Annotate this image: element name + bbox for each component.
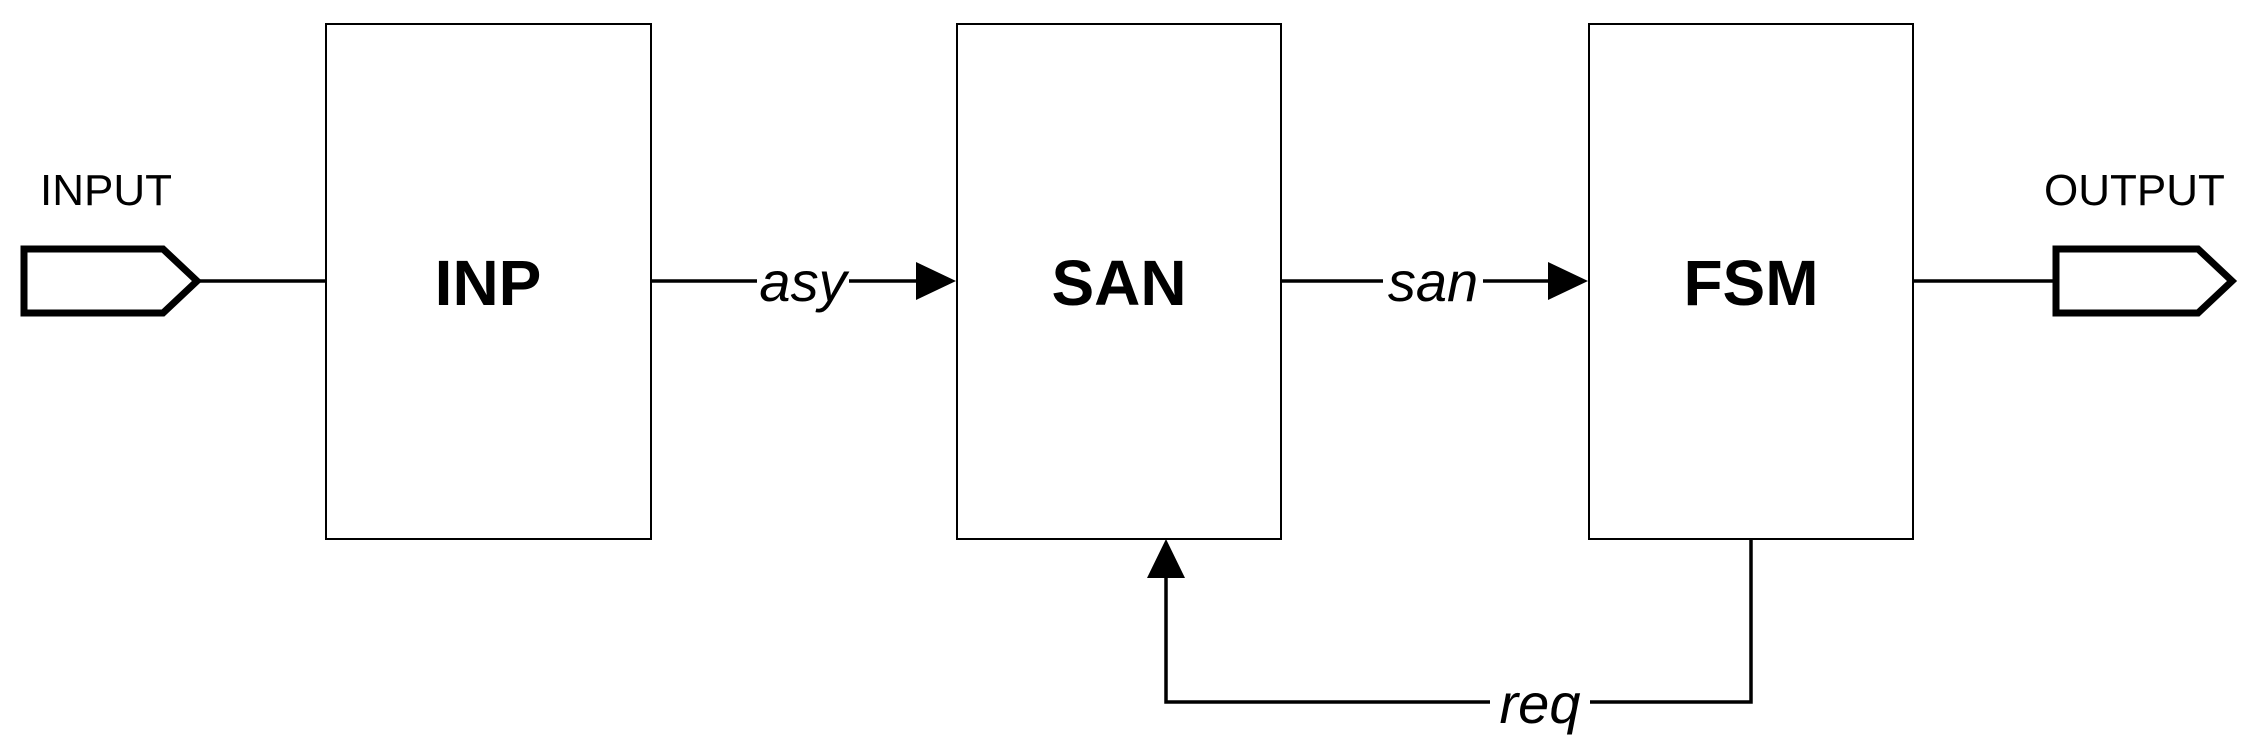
signal-san-label: san — [1388, 250, 1478, 313]
input-port: INPUT — [20, 166, 203, 317]
block-inp-box — [325, 23, 652, 540]
signal-san-bg — [1383, 250, 1483, 312]
block-san: SAN — [956, 23, 1282, 540]
block-fsm: FSM — [1588, 23, 1914, 540]
input-port-shape — [20, 245, 203, 317]
arrowhead-san — [1548, 262, 1588, 300]
arrowhead-asy — [916, 262, 956, 300]
output-port-shape — [2052, 245, 2238, 317]
block-san-box — [956, 23, 1282, 540]
connection-asy: asy — [651, 250, 956, 313]
signal-req-label: req — [1500, 672, 1581, 735]
wire-req — [1164, 539, 1753, 704]
block-inp: INP — [325, 23, 652, 540]
arrowhead-req — [1147, 539, 1185, 578]
block-inp-label: INP — [435, 247, 542, 319]
output-port: OUTPUT — [2044, 166, 2238, 317]
output-port-label: OUTPUT — [2044, 166, 2225, 215]
signal-asy-bg — [757, 250, 849, 312]
connection-san: san — [1281, 250, 1588, 313]
signal-req-bg — [1490, 672, 1590, 740]
block-fsm-label: FSM — [1683, 247, 1818, 319]
signal-asy-label: asy — [759, 250, 849, 313]
input-port-label: INPUT — [40, 166, 172, 215]
block-san-label: SAN — [1051, 247, 1186, 319]
connection-req: req — [1147, 539, 1753, 740]
